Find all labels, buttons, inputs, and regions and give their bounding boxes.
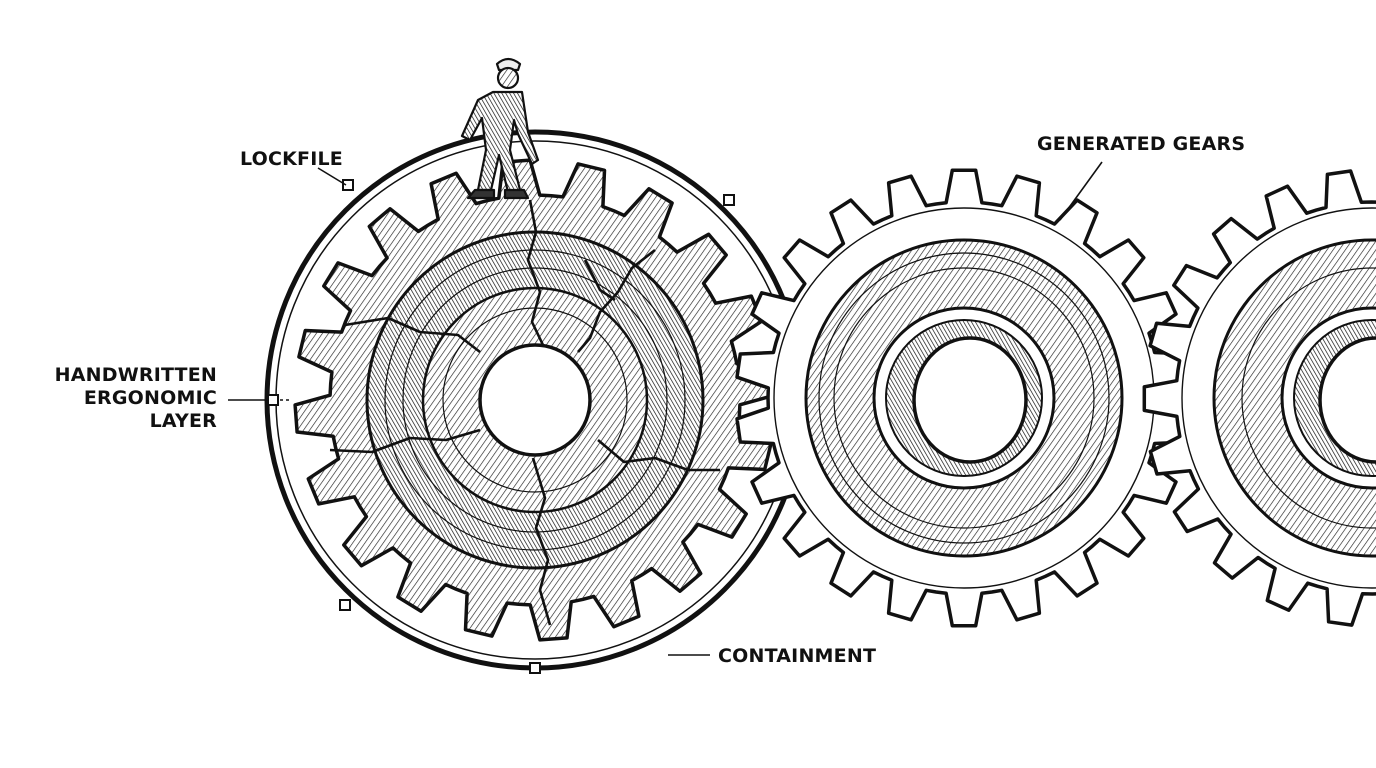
worker-figure <box>460 57 540 200</box>
lockfile-leader <box>317 167 347 186</box>
generated-gears-label: GENERATED GEARS <box>1037 133 1245 155</box>
generated-gear-partial <box>1142 169 1376 627</box>
generated-gear <box>735 168 1193 628</box>
handwritten-label-line3: LAYER <box>150 410 218 432</box>
gear-hub-hole <box>478 343 592 457</box>
generated-gears-leader <box>1059 161 1103 221</box>
handwritten-label-line1: HANDWRITTEN <box>55 364 217 386</box>
handwritten-label-line2: ERGONOMIC <box>84 387 217 409</box>
cracked-gear <box>293 158 777 642</box>
gear-cracks <box>329 199 720 626</box>
lockfile-label: LOCKFILE <box>240 148 343 170</box>
leader-lines <box>228 161 1103 656</box>
containment-label: CONTAINMENT <box>718 645 876 667</box>
